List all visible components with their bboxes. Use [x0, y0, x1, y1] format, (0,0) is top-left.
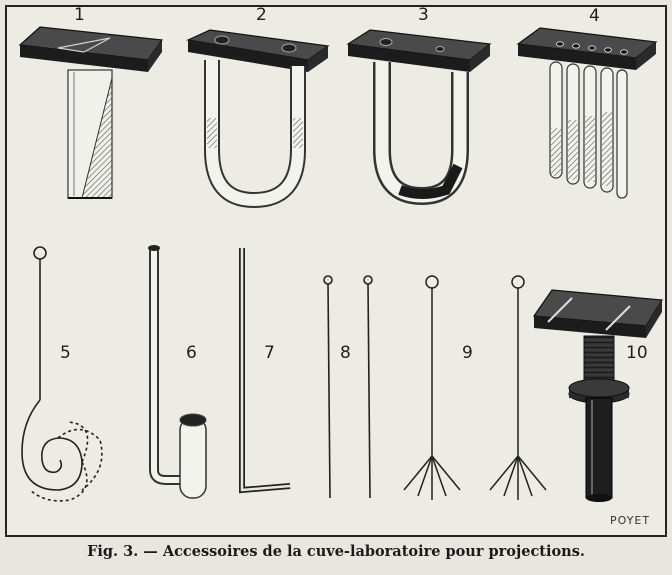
- label-7: 7: [264, 343, 275, 363]
- label-2: 2: [256, 5, 267, 25]
- item-9-brush-wires: [403, 275, 547, 500]
- label-5: 5: [60, 343, 71, 363]
- label-1: 1: [74, 5, 85, 25]
- item-8-hooked-wires: [323, 275, 373, 499]
- item-1-prism-cell: [18, 26, 164, 199]
- label-9: 9: [462, 343, 473, 363]
- item-6-bent-tube-cup: [148, 245, 207, 499]
- label-4: 4: [589, 6, 600, 26]
- item-10-threaded-stand: [532, 289, 664, 502]
- item-7-l-rod: [239, 248, 291, 494]
- item-5-spiral-wire: [21, 246, 103, 502]
- label-6: 6: [186, 343, 197, 363]
- item-2-u-tube: [185, 29, 330, 209]
- item-4-tube-rack: [516, 27, 658, 199]
- item-3-j-tube: [346, 29, 492, 206]
- engraver-signature: POYET: [610, 514, 650, 527]
- figure-caption: Fig. 3. — Accessoires de la cuve-laborat…: [87, 543, 585, 560]
- label-8: 8: [340, 343, 351, 363]
- label-3: 3: [418, 5, 429, 25]
- label-10: 10: [626, 343, 648, 363]
